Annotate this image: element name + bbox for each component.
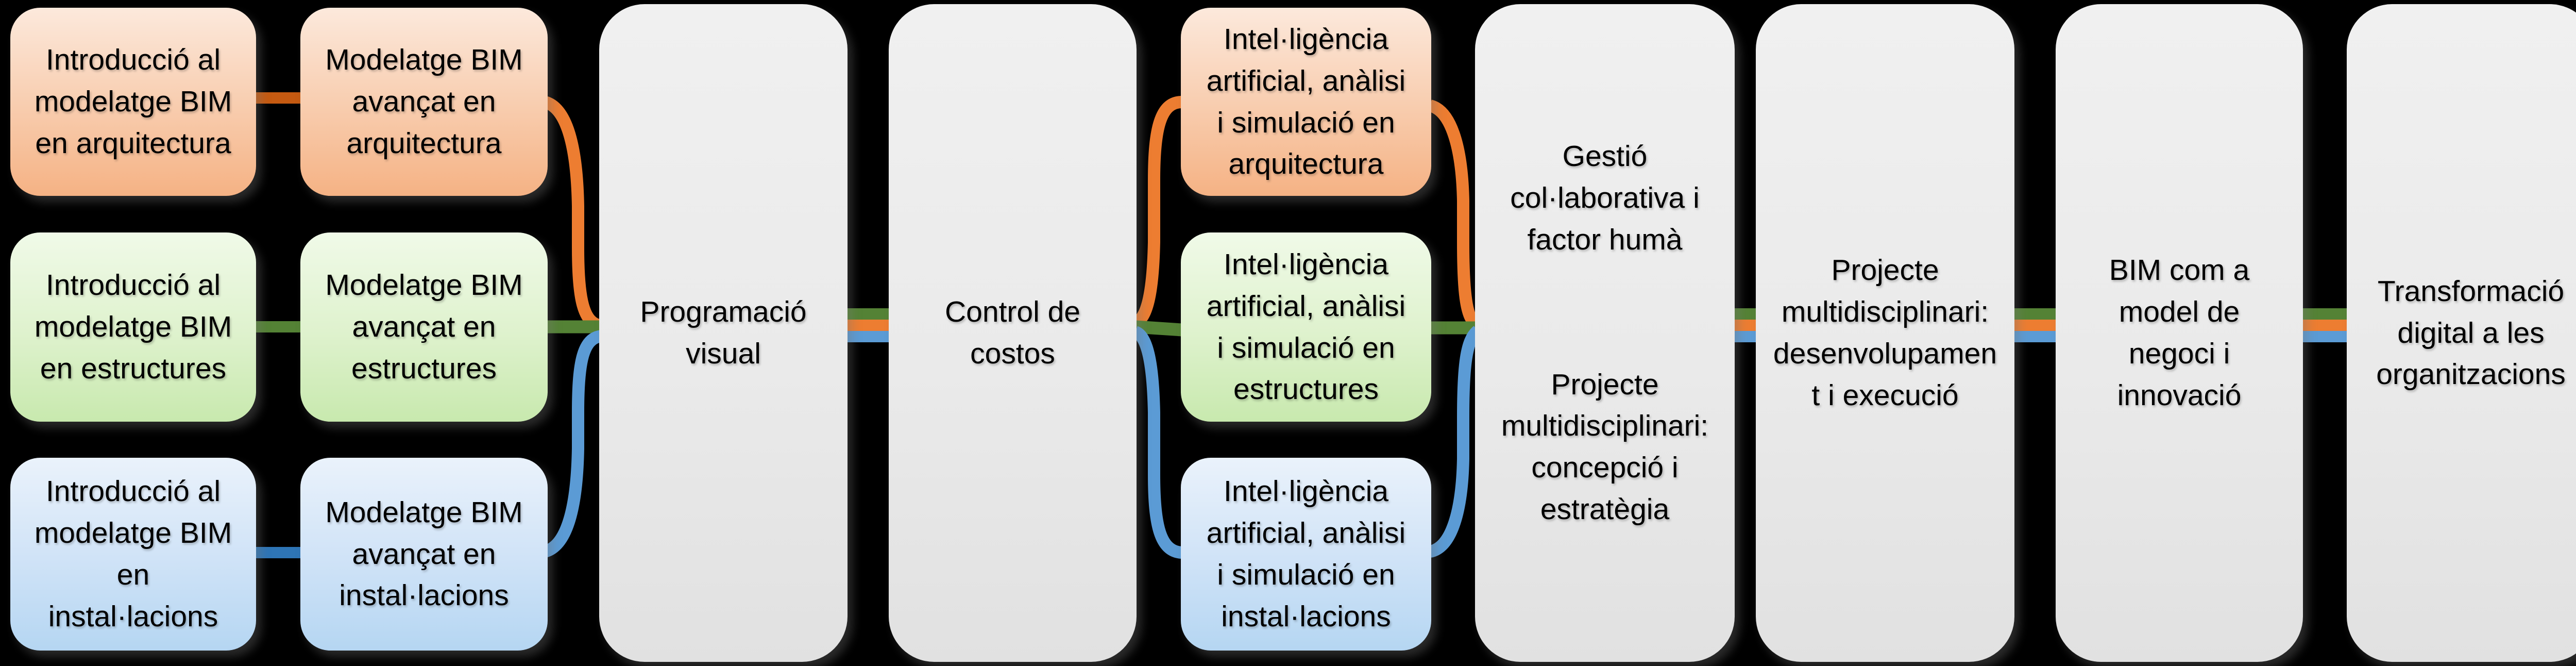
- node-label: Intel·ligència artificial, anàlisi i sim…: [1206, 475, 1406, 633]
- node-control-costos[interactable]: Control de costos: [889, 4, 1137, 662]
- node-avancat-arquitectura[interactable]: Modelatge BIM avançat en arquitectura: [300, 8, 548, 196]
- node-label: Programació visual: [640, 295, 807, 370]
- node-label: Modelatge BIM avançat en estructures: [325, 269, 523, 385]
- edge-control-ia-estructures: [1135, 320, 1182, 337]
- edge-control-ia-installacions: [1132, 326, 1183, 559]
- node-label: Projecte multidisciplinari: desenvolupam…: [1773, 254, 1997, 412]
- node-ia-arquitectura[interactable]: Intel·ligència artificial, anàlisi i sim…: [1181, 8, 1431, 196]
- node-label-gestio: Gestió col·laborativa i factor humà: [1510, 139, 1700, 256]
- node-label-projecte-concepcio: Projecte multidisciplinari: concepció i …: [1501, 368, 1709, 526]
- node-label: Introducció al modelatge BIM en instal·l…: [34, 475, 232, 633]
- node-label: Modelatge BIM avançat en arquitectura: [325, 43, 523, 160]
- node-label: Introducció al modelatge BIM en estructu…: [34, 269, 232, 385]
- node-label: Intel·ligència artificial, anàlisi i sim…: [1206, 22, 1406, 181]
- node-avancat-installacions[interactable]: Modelatge BIM avançat en instal·lacions: [300, 458, 548, 651]
- node-transformacio-digital[interactable]: Transformació digital a les organitzacio…: [2347, 4, 2576, 662]
- node-label: BIM com a model de negoci i innovació: [2109, 254, 2250, 412]
- edge-avancat-installacions-programacio: [543, 330, 603, 558]
- edge-ia-installacions-gestio: [1428, 326, 1482, 558]
- node-label: Intel·ligència artificial, anàlisi i sim…: [1206, 247, 1406, 406]
- node-intro-installacions[interactable]: Introducció al modelatge BIM en instal·l…: [10, 458, 256, 651]
- node-ia-estructures[interactable]: Intel·ligència artificial, anàlisi i sim…: [1181, 232, 1431, 422]
- edge-avancat-arquitectura-programacio: [543, 96, 603, 332]
- node-bim-negoci[interactable]: BIM com a model de negoci i innovació: [2056, 4, 2303, 662]
- node-label: Introducció al modelatge BIM en arquitec…: [34, 43, 232, 160]
- node-projecte-desenvolupament[interactable]: Projecte multidisciplinari: desenvolupam…: [1756, 4, 2014, 662]
- node-avancat-estructures[interactable]: Modelatge BIM avançat en estructures: [300, 232, 548, 422]
- node-label: Control de costos: [945, 295, 1080, 370]
- node-programacio-visual[interactable]: Programació visual: [599, 4, 848, 662]
- node-ia-installacions[interactable]: Intel·ligència artificial, anàlisi i sim…: [1181, 458, 1431, 651]
- node-gestio-projecte[interactable]: Gestió col·laborativa i factor humà Proj…: [1475, 4, 1735, 662]
- node-intro-arquitectura[interactable]: Introducció al modelatge BIM en arquitec…: [10, 8, 256, 196]
- node-label: Modelatge BIM avançat en instal·lacions: [325, 495, 523, 612]
- edge-control-ia-arquitectura: [1132, 96, 1183, 329]
- edge-ia-arquitectura-gestio: [1428, 99, 1481, 331]
- node-label: Transformació digital a les organitzacio…: [2376, 274, 2566, 391]
- node-intro-estructures[interactable]: Introducció al modelatge BIM en estructu…: [10, 232, 256, 422]
